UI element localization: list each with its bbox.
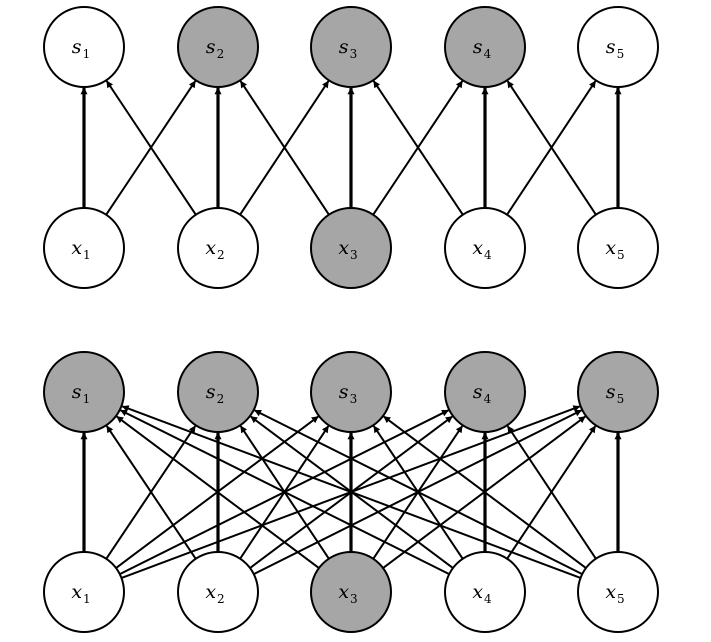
edge-x3-to-s2 bbox=[239, 80, 330, 216]
output-node-s1: s1 bbox=[43, 6, 125, 88]
output-node-label: s4 bbox=[473, 36, 492, 61]
input-node-label: x3 bbox=[338, 581, 357, 606]
input-node-label: x2 bbox=[205, 581, 224, 606]
output-node-s3: s3 bbox=[310, 6, 392, 88]
output-node-circle bbox=[177, 351, 259, 433]
output-node-circle bbox=[310, 351, 392, 433]
output-node-circle bbox=[310, 6, 392, 88]
input-node-circle bbox=[43, 551, 125, 633]
input-node-x3: x3 bbox=[310, 551, 392, 633]
output-node-s4: s4 bbox=[444, 6, 526, 88]
input-node-label: x1 bbox=[71, 581, 90, 606]
output-node-s1: s1 bbox=[43, 351, 125, 433]
input-node-circle bbox=[577, 207, 659, 289]
output-node-s5: s5 bbox=[577, 351, 659, 433]
output-node-circle bbox=[444, 351, 526, 433]
input-node-circle bbox=[177, 207, 259, 289]
output-node-s3: s3 bbox=[310, 351, 392, 433]
output-node-label: s3 bbox=[339, 36, 357, 61]
edge-x5-to-s4 bbox=[506, 80, 597, 216]
dense-diagram: s1 s2 s3 s4 s5 x1 x2 x3 x4 x5 bbox=[43, 351, 659, 633]
output-node-label: s2 bbox=[206, 36, 224, 61]
edge-x4-to-s1 bbox=[120, 409, 450, 576]
edge-x5-to-s4 bbox=[506, 425, 597, 560]
sparse-diagram: s1 s2 s3 s4 s5 x1 x2 x3 x4 x5 bbox=[43, 6, 659, 289]
output-node-label: s4 bbox=[473, 381, 492, 406]
output-node-circle bbox=[577, 351, 659, 433]
output-node-circle bbox=[577, 6, 659, 88]
input-node-label: x2 bbox=[205, 237, 224, 262]
output-node-label: s1 bbox=[72, 381, 90, 406]
edge-x5-to-s2 bbox=[254, 409, 583, 576]
input-node-x1: x1 bbox=[43, 207, 125, 289]
input-node-circle bbox=[177, 551, 259, 633]
input-node-x2: x2 bbox=[177, 207, 259, 289]
edge-x5-to-s1 bbox=[121, 405, 581, 579]
input-node-circle bbox=[310, 551, 392, 633]
sparse-edges bbox=[80, 80, 622, 216]
input-node-x4: x4 bbox=[444, 551, 526, 633]
dense-edges bbox=[80, 405, 622, 579]
input-node-circle bbox=[444, 551, 526, 633]
input-node-label: x3 bbox=[338, 237, 357, 262]
edge-x4-to-s3 bbox=[372, 80, 464, 216]
input-node-label: x5 bbox=[605, 581, 624, 606]
input-node-label: x5 bbox=[605, 237, 624, 262]
edge-x5-to-s3 bbox=[383, 415, 587, 569]
output-node-circle bbox=[43, 351, 125, 433]
output-node-s4: s4 bbox=[444, 351, 526, 433]
output-node-circle bbox=[444, 6, 526, 88]
input-node-circle bbox=[310, 207, 392, 289]
input-node-circle bbox=[444, 207, 526, 289]
output-node-label: s1 bbox=[72, 36, 90, 61]
input-node-x3: x3 bbox=[310, 207, 392, 289]
input-node-x1: x1 bbox=[43, 551, 125, 633]
input-node-x5: x5 bbox=[577, 551, 659, 633]
output-node-circle bbox=[177, 6, 259, 88]
input-node-circle bbox=[577, 551, 659, 633]
output-node-label: s2 bbox=[206, 381, 224, 406]
input-node-label: x1 bbox=[71, 237, 90, 262]
edge-x3-to-s1 bbox=[116, 415, 320, 569]
output-node-label: s3 bbox=[339, 381, 357, 406]
output-node-s2: s2 bbox=[177, 6, 259, 88]
output-node-label: s5 bbox=[606, 381, 624, 406]
output-node-s5: s5 bbox=[577, 6, 659, 88]
input-node-x5: x5 bbox=[577, 207, 659, 289]
input-node-label: x4 bbox=[472, 237, 492, 262]
edge-x2-to-s1 bbox=[105, 80, 197, 216]
input-node-label: x4 bbox=[472, 581, 492, 606]
output-node-label: s5 bbox=[606, 36, 624, 61]
input-node-x2: x2 bbox=[177, 551, 259, 633]
output-node-s2: s2 bbox=[177, 351, 259, 433]
input-node-x4: x4 bbox=[444, 207, 526, 289]
output-node-circle bbox=[43, 6, 125, 88]
edge-x2-to-s1 bbox=[105, 425, 197, 560]
input-node-circle bbox=[43, 207, 125, 289]
